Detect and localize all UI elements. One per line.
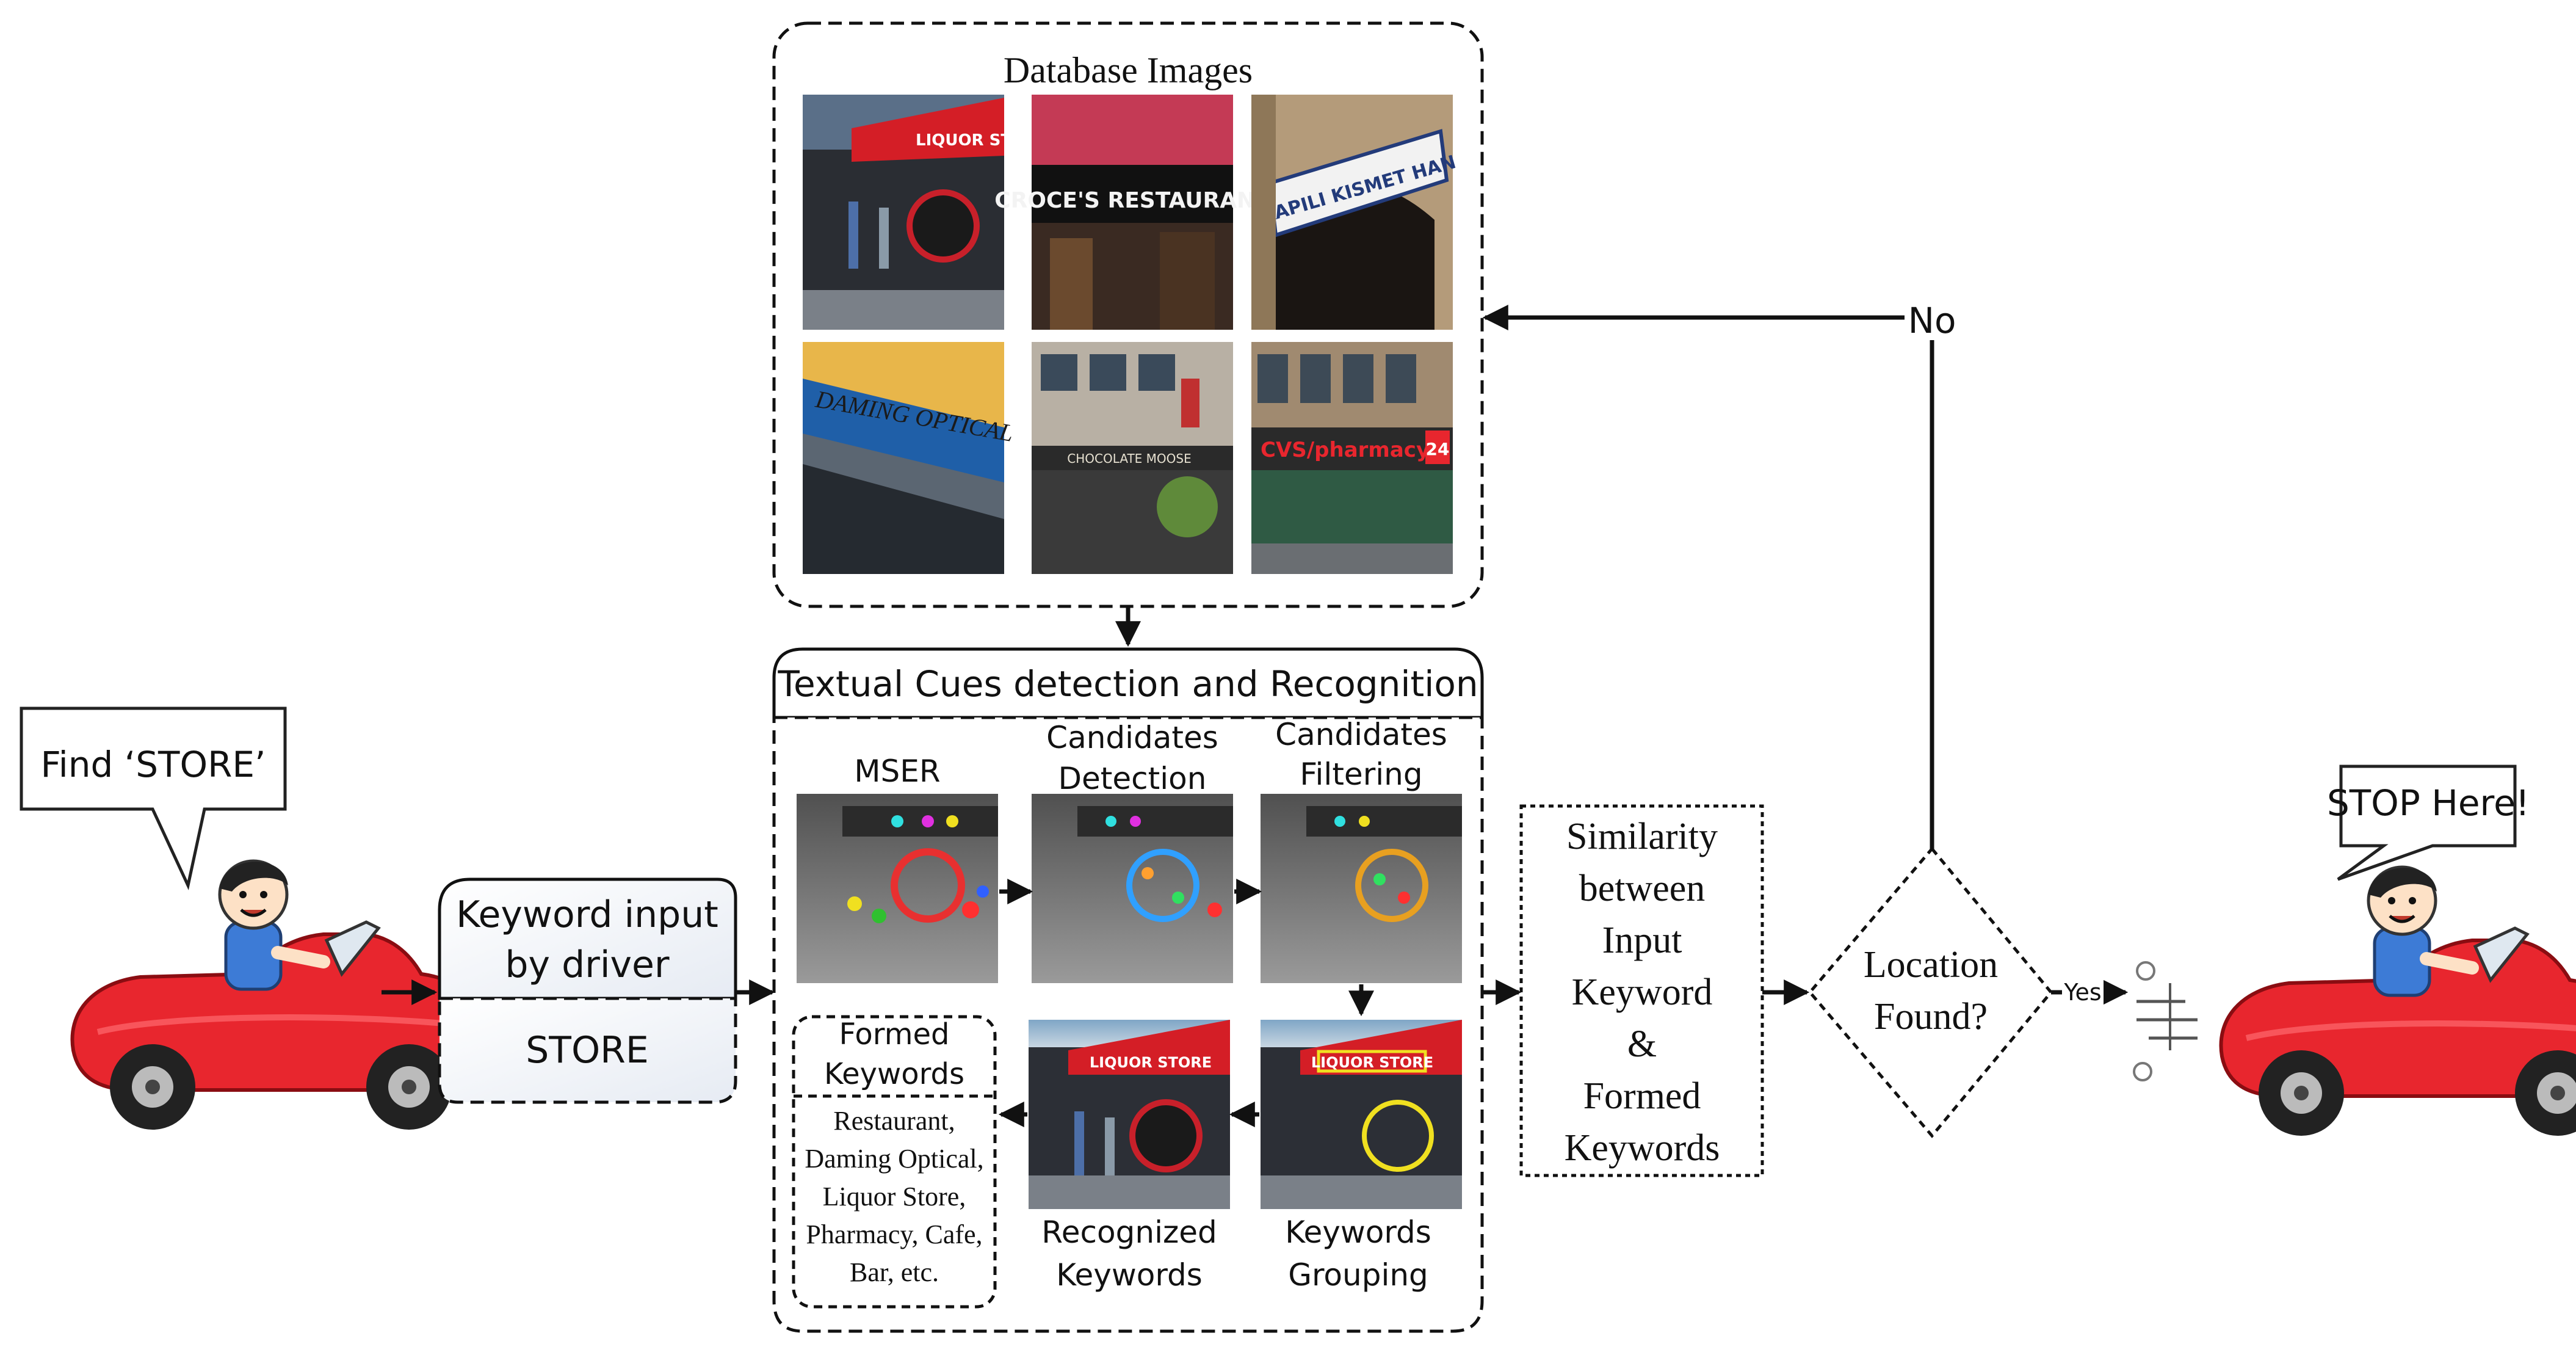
formed-item-2: Daming Optical, (805, 1144, 983, 1174)
formed-item-4: Pharmacy, Cafe, (806, 1219, 982, 1249)
similarity-box: Similarity between Input Keyword & Forme… (1519, 804, 1764, 1177)
similarity-line-1: Similarity (1566, 816, 1718, 857)
similarity-line-4: Keyword (1572, 972, 1713, 1013)
step-mser-label: MSER (854, 754, 940, 789)
no-label-bg (1905, 296, 1963, 340)
similarity-line-2: between (1579, 868, 1706, 909)
photo-cvs-sign: CVS/pharmacy (1261, 438, 1430, 462)
formed-item-5: Bar, etc. (850, 1257, 939, 1287)
step-cand-fil-line1: Candidates (1275, 717, 1447, 752)
formed-item-1: Restaurant, (833, 1106, 955, 1136)
similarity-line-6: Formed (1583, 1075, 1701, 1117)
photo-liquor-sign: LIQUOR STORE (916, 131, 1048, 150)
keyword-title-line2: by driver (505, 943, 670, 986)
step-grouping-line1: Keywords (1285, 1215, 1431, 1250)
speech-bubble-end: STOP Here! (2327, 765, 2530, 881)
formed-title-line1: Formed (839, 1017, 950, 1052)
arrow-no-to-database (1482, 305, 1934, 849)
textual-title: Textual Cues detection and Recognition (777, 663, 1478, 705)
step-image-recognized-keywords: LIQUOR STORE (1029, 1020, 1230, 1209)
stop-car-icon (2221, 867, 2576, 1136)
db-photo-liquor-store: LIQUOR STORE (803, 95, 1048, 330)
db-photo-daming-optical: DAMING OPTICAL (803, 342, 1016, 574)
db-photo-cvs-pharmacy: CVS/pharmacy 24 (1251, 342, 1453, 574)
keyword-value: STORE (526, 1029, 649, 1072)
photo-recognized-sign: LIQUOR STORE (1090, 1054, 1212, 1071)
decision-line2: Found? (1874, 996, 1988, 1037)
formed-keywords-box: Formed Keywords Restaurant, Daming Optic… (792, 1015, 997, 1309)
photo-cvs-badge: 24 (1426, 439, 1450, 459)
step-image-keywords-grouping: LIQUOR STORE (1261, 1020, 1462, 1209)
motion-lines-icon (2133, 961, 2198, 1081)
yes-label: Yes (2063, 979, 2101, 1006)
decision-line1: Location (1864, 944, 1998, 986)
speech-bubble-start: Find ‘STORE’ (20, 707, 287, 890)
step-cand-det-line2: Detection (1058, 761, 1207, 796)
photo-chocolate-sign: CHOCOLATE MOOSE (1067, 451, 1191, 466)
speech-start-text: Find ‘STORE’ (41, 744, 266, 785)
db-photo-croces-restaurant: CROCE'S RESTAURANT (994, 95, 1270, 330)
step-recognized-line2: Keywords (1056, 1257, 1203, 1293)
photo-croce-sign: CROCE'S RESTAURANT (994, 188, 1270, 213)
speech-end-text: STOP Here! (2327, 782, 2530, 824)
keyword-input-panel: Keyword input by driver STORE (438, 877, 737, 1104)
step-image-candidates-detection (1032, 794, 1233, 983)
database-title: Database Images (1004, 50, 1253, 90)
step-cand-fil-line2: Filtering (1300, 757, 1422, 792)
photo-grouping-sign: LIQUOR STORE (1311, 1054, 1433, 1071)
database-images-panel: Database Images LIQUOR STORE CROCE'S RES… (772, 21, 1484, 608)
formed-title-line2: Keywords (824, 1057, 964, 1091)
similarity-line-3: Input (1602, 920, 1682, 961)
similarity-line-7: Keywords (1565, 1127, 1720, 1169)
start-car-icon (72, 861, 488, 1130)
step-image-mser (797, 794, 998, 983)
step-image-candidates-filtering (1261, 794, 1462, 983)
db-photo-chocolate-moose: CHOCOLATE MOOSE (1032, 342, 1233, 574)
similarity-line-5: & (1627, 1023, 1657, 1065)
yes-label-bg (2062, 977, 2104, 1008)
formed-item-3: Liquor Store, (823, 1182, 966, 1212)
decision-diamond: Location Found? (1807, 846, 2053, 1138)
step-recognized-line1: Recognized (1041, 1215, 1217, 1250)
step-cand-det-line1: Candidates (1046, 720, 1218, 755)
step-grouping-line2: Grouping (1288, 1257, 1428, 1293)
db-photo-kapili-kismet-han: KAPILI KISMET HAN (1251, 95, 1458, 330)
no-label: No (1908, 300, 1956, 341)
textual-cues-panel: Textual Cues detection and Recognition M… (772, 647, 1484, 1333)
keyword-title-line1: Keyword input (456, 893, 718, 936)
